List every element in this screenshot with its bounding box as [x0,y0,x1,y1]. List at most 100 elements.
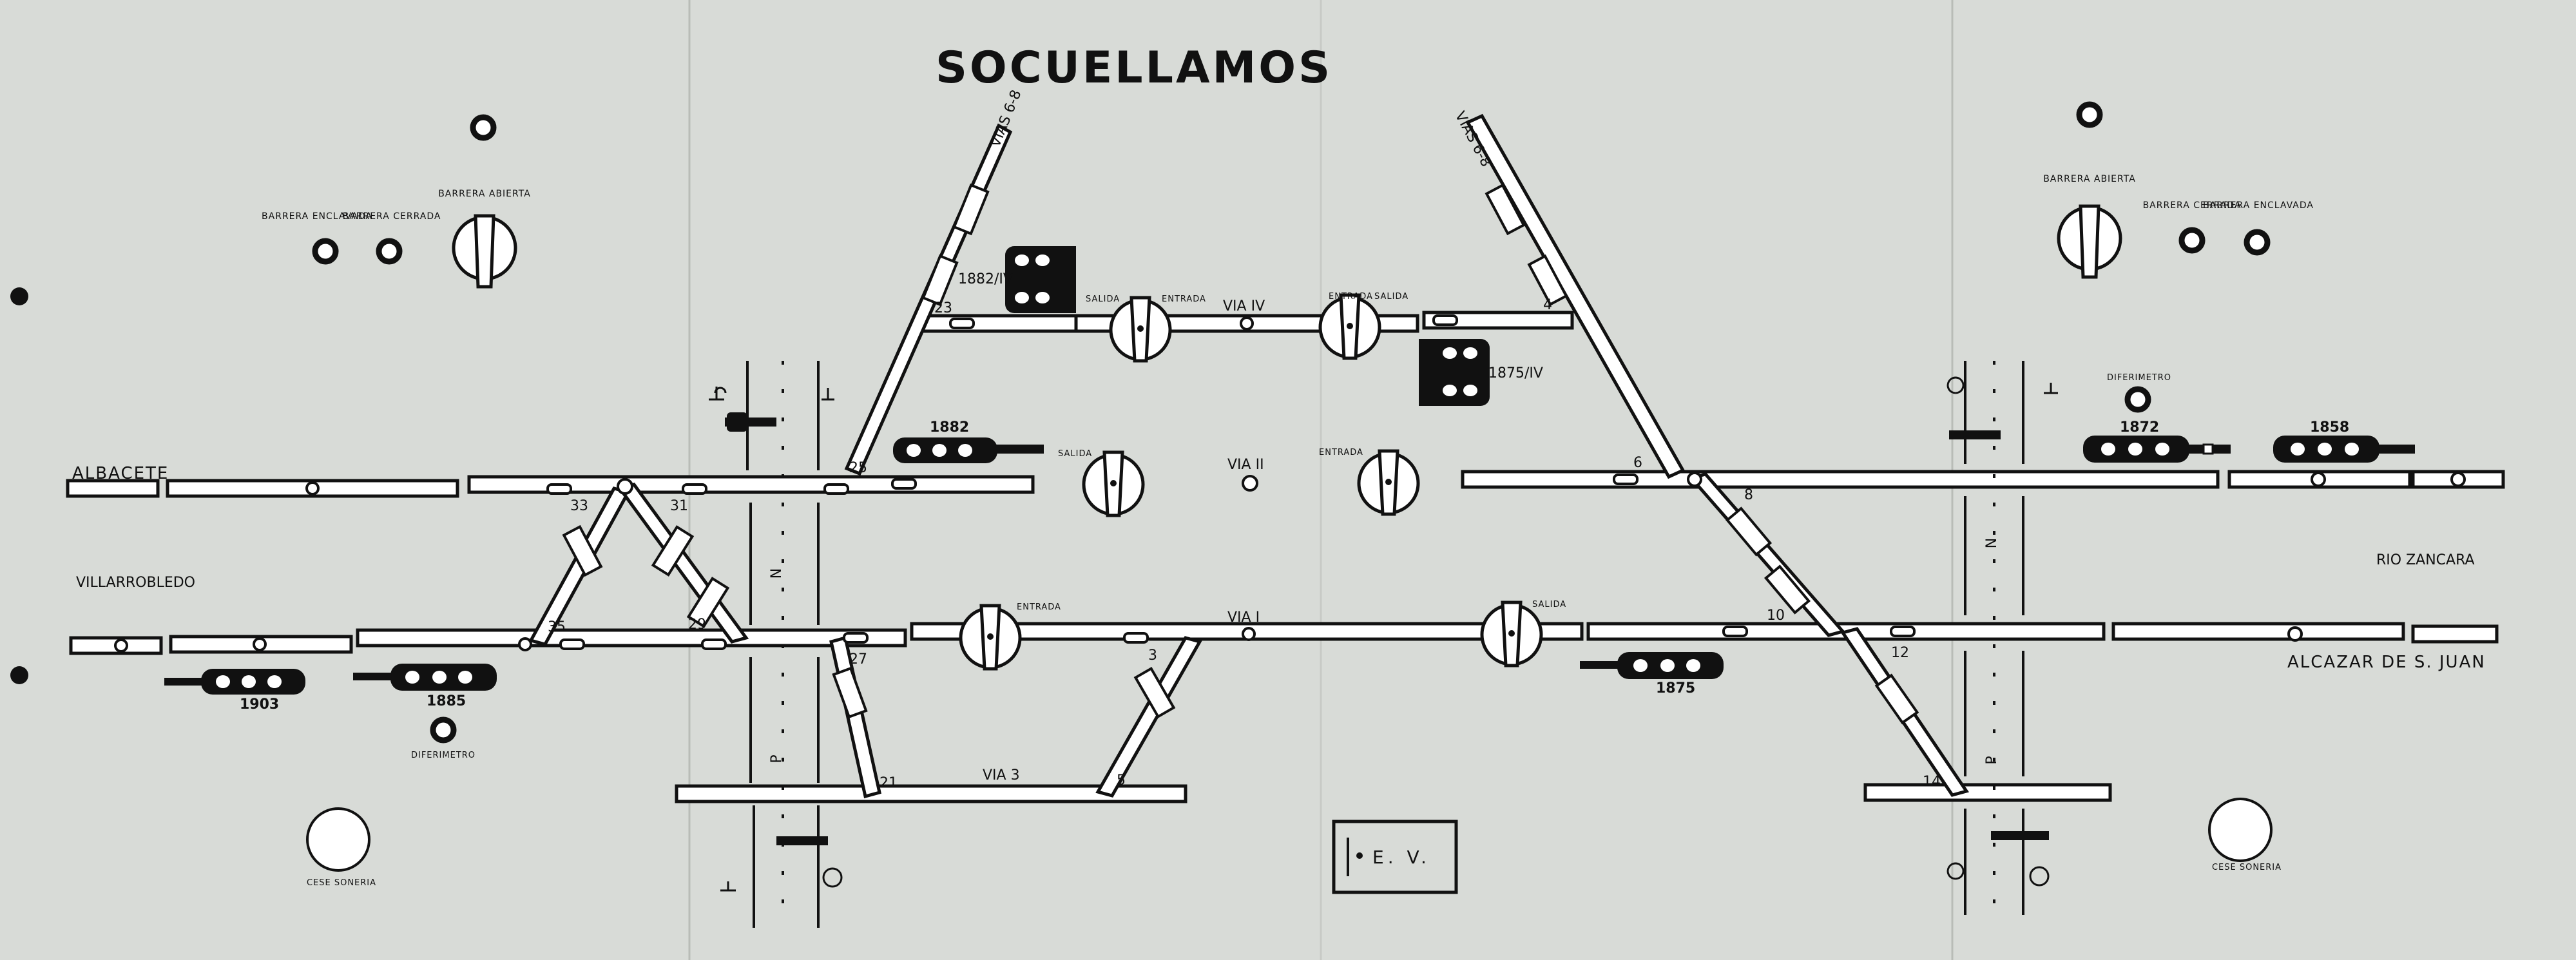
signal-label: 1875/IV [1488,365,1543,381]
diferimetro-lamp-left [430,716,457,744]
switch-number: 8 [1744,487,1753,503]
track-segment [356,628,907,648]
switch-number: 29 [688,617,706,633]
route-lever-ii-salida[interactable] [1082,450,1145,517]
signal-1882-iv[interactable] [1005,246,1076,313]
barrera-enclavada-lamp [312,238,339,265]
signal-label: 1872 [2120,419,2159,436]
ev-label: E. V. [1372,847,1430,868]
track-segment [1461,470,2220,489]
signal-1885[interactable] [353,664,497,691]
route-lever-ii-entrada[interactable] [1357,449,1420,516]
track-label-via-ii: VIA II [1227,457,1264,473]
cese-soneria-button-right[interactable] [2208,798,2273,862]
barrera-abierta-label: BARRERA ABIERTA [438,189,531,199]
lever-label: SALIDA [1374,292,1408,302]
diferimetro-lamp-right [2124,386,2151,413]
indicator-lamp-top-right [2076,101,2103,128]
track-segment [913,314,1097,333]
switch-number: 25 [849,460,867,476]
diferimetro-label-right: DIFERIMETRO [2107,373,2171,383]
destination-alcazar: ALCAZAR DE S. JUAN [2287,653,2486,672]
barrera-abierta-lever[interactable] [452,214,517,289]
track-albacete-stub [66,479,160,498]
station-title: SOCUELLAMOS [936,43,1332,93]
signal-label: 1882/IV [958,271,1013,287]
lever-label: ENTRADA [1319,448,1363,457]
barrera-cerrada-lamp [376,238,403,265]
switch-number: 5 [1117,773,1126,789]
lever-label: ENTRADA [1329,292,1373,302]
switch-numbers: 23 25 33 31 35 29 27 21 3 5 4 6 8 10 12 … [548,297,1941,791]
destination-albacete: ALBACETE [72,464,169,483]
cese-soneria-label-right: CESE SONERIA [2212,863,2282,872]
lever-label: ENTRADA [1162,294,1206,304]
barrera-enclavada-label-right: BARRERA ENCLAVADA [2203,200,2314,211]
track-segment [1863,783,2112,802]
track-label-via-3: VIA 3 [983,767,1020,783]
switch-number: 31 [670,498,688,514]
binder-hole-bottom [10,666,28,684]
crossing-bell-icon [709,376,2058,892]
lever-label: SALIDA [1532,600,1566,610]
track-segment [2111,622,2405,641]
route-lever-iv-entrada[interactable] [1318,293,1381,360]
barrera-enclavada-label: BARRERA ENCLAVADA [262,211,372,222]
signal-label: 1858 [2310,419,2349,436]
barrera-cerrada-label-right: BARRERA CERRADA [2143,200,2242,211]
barrera-abierta-label-right: BARRERA ABIERTA [2043,174,2136,184]
track-section-marks [546,183,1919,725]
signal-label: 1875 [1656,680,1695,696]
route-lever-i-salida[interactable] [1480,600,1543,667]
binder-hole-top [10,287,28,305]
signal-label: 1885 [427,693,466,709]
track-circuit-lamps [114,316,2466,653]
signal-label: 1882 [930,419,969,436]
indicator-lamp-top-left [470,114,497,141]
signal-1872[interactable] [2083,436,2231,463]
switch-number: 35 [548,619,566,635]
switch-number: 27 [849,651,867,667]
level-crossing-left [746,361,820,928]
signal-1875-iv[interactable] [1419,339,1490,406]
destination-villarrobledo: VILLARROBLEDO [76,575,195,591]
lever-label: SALIDA [1058,449,1092,459]
signal-1882[interactable] [893,437,1044,463]
track-diagonal [1465,113,1686,479]
barrera-abierta-lever-right[interactable] [2057,204,2122,279]
track-label-via-iv: VIA IV [1223,298,1265,314]
track-diagonal [1095,636,1202,798]
switch-number: 10 [1767,608,1785,624]
switch-number: 4 [1543,297,1552,313]
switch-number: 6 [1633,455,1642,471]
switch-number: 33 [570,498,588,514]
crossing-letter-n: N [769,568,785,579]
crossing-letter-p: P [769,754,785,763]
destination-rio-zancara: RIO ZANCARA [2376,552,2475,568]
barrier-indicators [725,412,2049,845]
switch-number: 12 [1891,645,1909,661]
signal-1858[interactable] [2273,436,2415,463]
cese-soneria-button-left[interactable] [306,807,370,872]
switch-number: 3 [1148,648,1157,664]
route-lever-i-entrada[interactable] [959,604,1022,671]
lever-label: SALIDA [1086,294,1120,304]
barrera-enclavada-lamp-right [2244,229,2271,256]
signal-1903[interactable] [164,669,305,695]
track-label-via-i: VIA I [1227,610,1260,626]
barrera-cerrada-lamp-right [2178,227,2206,254]
lever-label: ENTRADA [1017,602,1061,612]
barrera-cerrada-label: BARRERA CERRADA [343,211,441,222]
level-crossing-right [1964,361,2024,915]
switch-number: 14 [1923,774,1941,790]
ev-panel [1332,820,1458,894]
crossing-letter-p-right: P [1984,756,2000,764]
signal-1875[interactable] [1580,652,1724,679]
diferimetro-label-left: DIFERIMETRO [411,751,476,760]
route-lever-iv-salida[interactable] [1109,296,1172,363]
signal-label: 1903 [240,696,279,713]
switch-number: 21 [879,775,898,791]
crossing-letter-n-right: N [1984,538,2000,548]
track-segment [2411,624,2499,644]
